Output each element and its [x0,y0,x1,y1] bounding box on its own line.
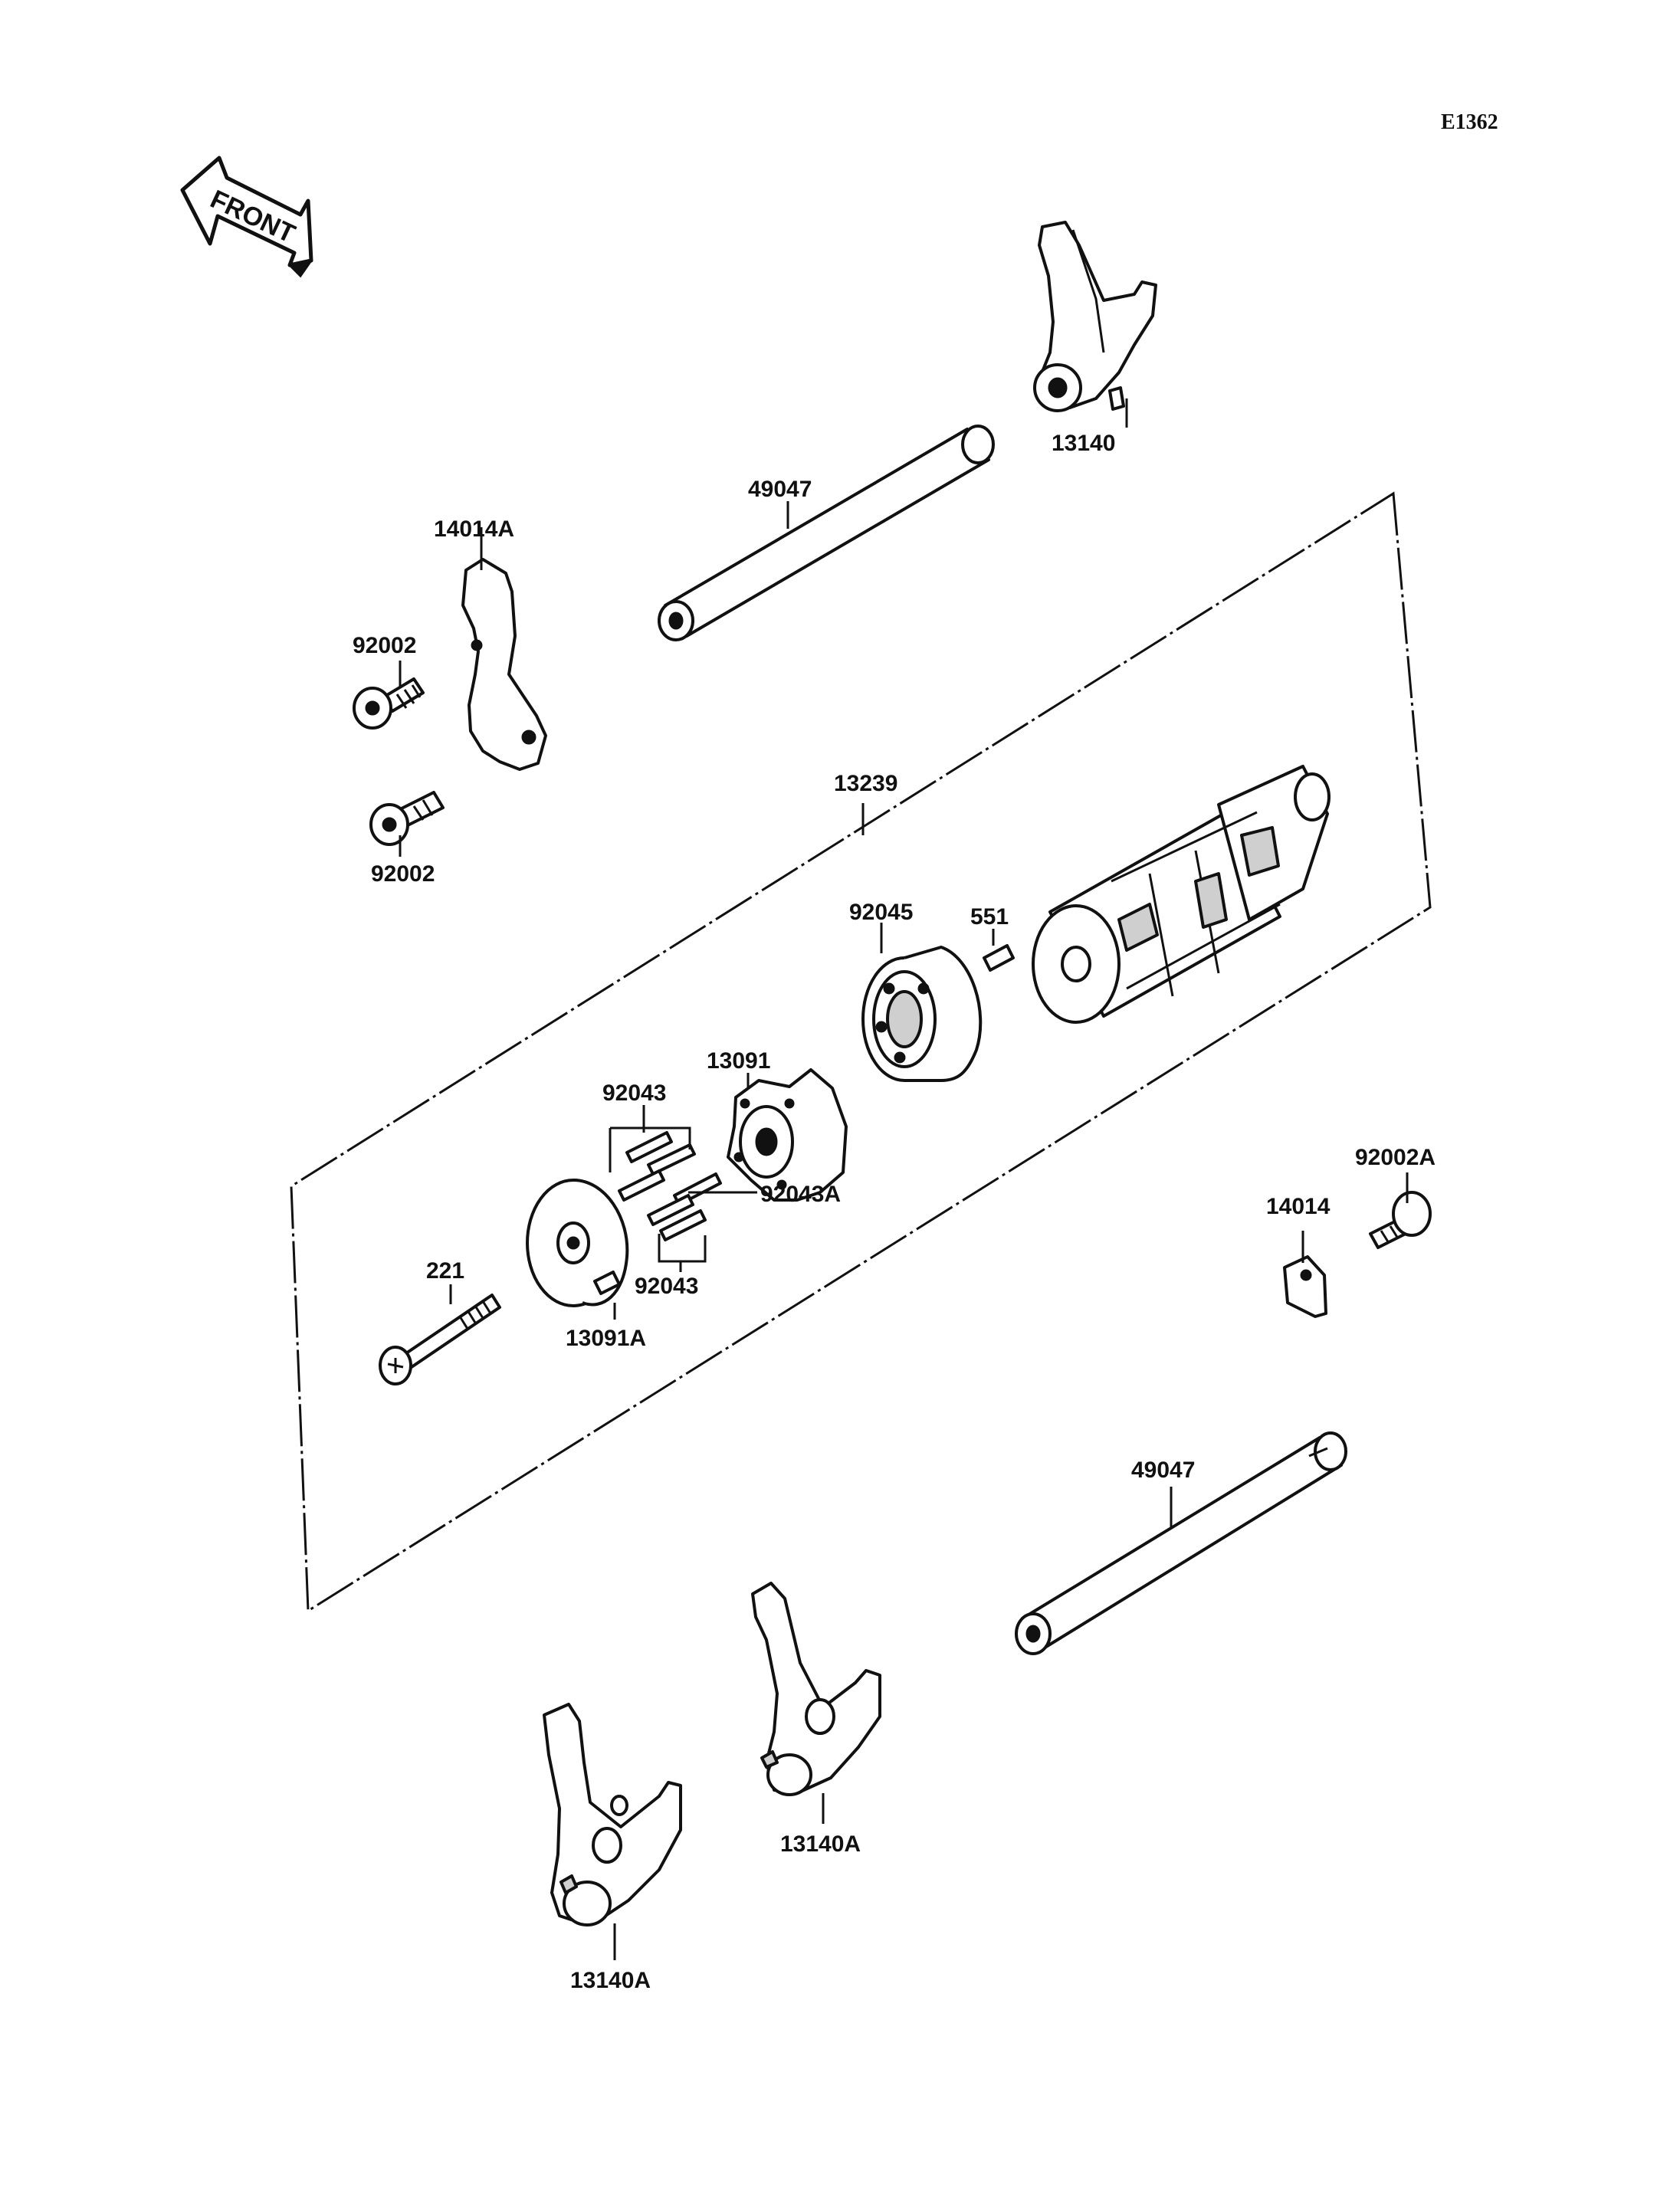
label-13091A: 13091A [566,1326,646,1351]
bolt-92002-lower [369,791,445,846]
label-49047-lower: 49047 [1131,1458,1195,1483]
label-13091: 13091 [707,1048,770,1074]
label-92002A: 92002A [1355,1145,1436,1170]
shift-rod-lower [1015,1431,1347,1655]
label-92002-lower: 92002 [371,861,435,887]
label-551: 551 [970,904,1009,930]
shift-drum-assembly-box [290,491,1432,1613]
label-14014: 14014 [1266,1194,1331,1219]
shift-fork-middle [751,1582,881,1796]
label-49047-upper: 49047 [748,477,812,502]
drum-pins [609,1126,722,1263]
label-92043A: 92043A [760,1182,841,1207]
screw-221 [379,1294,501,1385]
label-92043-lower: 92043 [635,1274,698,1299]
label-14014A: 14014A [434,516,514,542]
shift-rod-upper [658,425,995,641]
label-92002-upper: 92002 [353,633,416,658]
label-92045: 92045 [849,900,913,925]
front-arrow-icon: FRONT [180,156,313,278]
diagram-code: E1362 [1441,110,1498,134]
label-92043-upper: 92043 [602,1080,666,1106]
shift-drum [1032,765,1331,1024]
pin-holder [727,1068,848,1202]
stopper-plate [461,558,547,771]
shift-fork-lower [543,1703,682,1926]
ball-bearing [861,946,983,1082]
bolt-92002-upper [353,677,425,730]
stopper-tab [1283,1255,1327,1318]
leader-lines [399,398,1409,1960]
shift-fork-upper [1033,221,1157,412]
label-221: 221 [426,1258,464,1284]
label-13140: 13140 [1052,431,1115,456]
dowel-pin [983,944,1015,972]
label-13140A-middle: 13140A [780,1831,861,1857]
label-13140A-lower: 13140A [570,1968,651,1993]
bolt-92002A [1369,1191,1432,1249]
label-13239: 13239 [834,771,897,796]
pin-plate [526,1179,629,1307]
